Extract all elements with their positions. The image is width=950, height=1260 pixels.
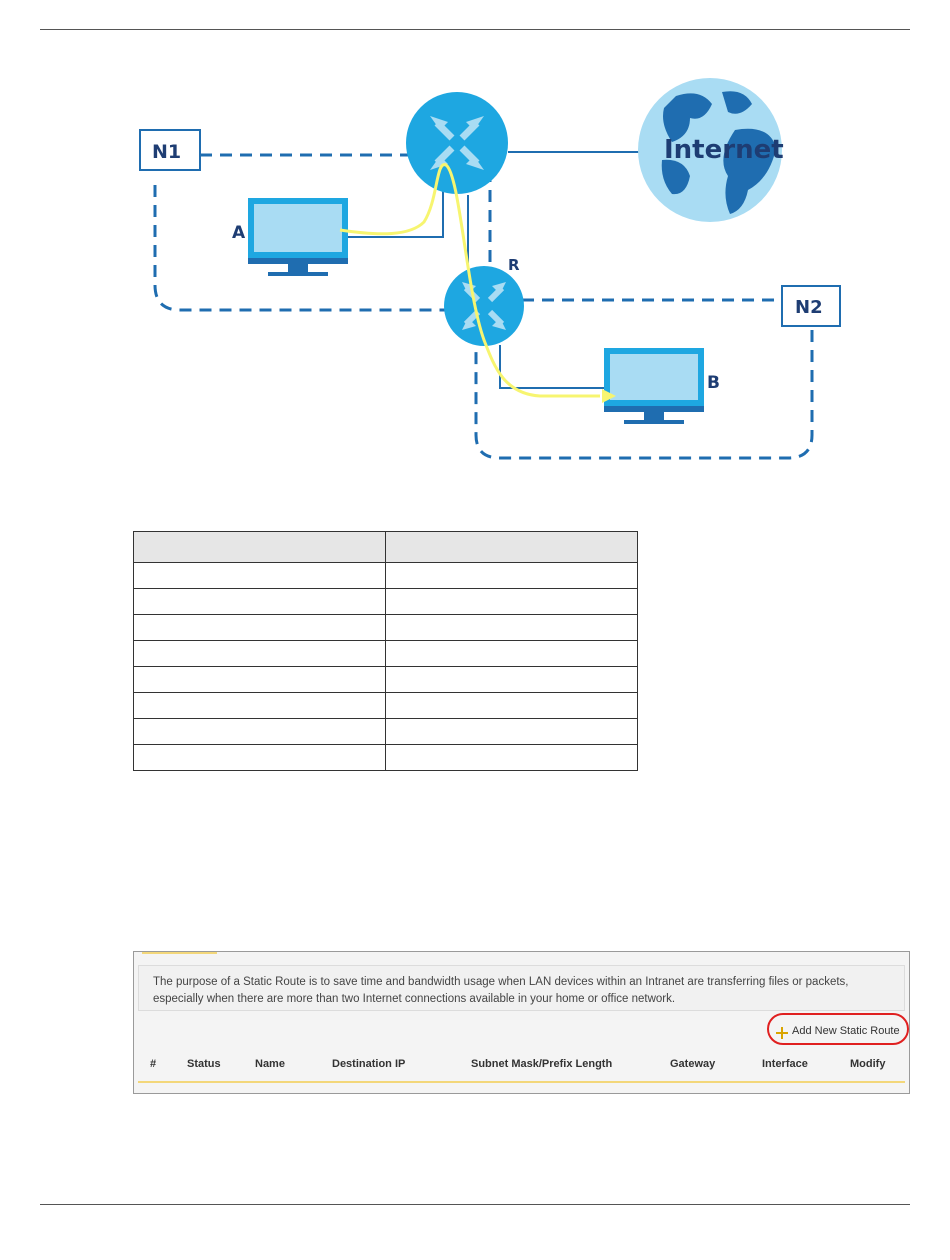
internet-globe-icon: Internet [638, 78, 784, 222]
column-header-interface: Interface [762, 1058, 808, 1070]
header-rule [40, 29, 910, 30]
column-header-modify: Modify [850, 1058, 886, 1070]
add-plus-icon [776, 1027, 788, 1039]
zone-n1-outline [153, 153, 445, 312]
table-cell [385, 562, 638, 589]
computer-a-label: A [232, 223, 246, 243]
table-cell [133, 588, 386, 615]
static-route-description: The purpose of a Static Route is to save… [138, 965, 905, 1011]
link-a-router [345, 178, 444, 238]
table-header-cell [133, 531, 386, 563]
zone-n2-label: N2 [795, 297, 823, 318]
column-header-gateway: Gateway [670, 1058, 716, 1070]
table-row [133, 666, 638, 693]
tab-accent [142, 952, 217, 954]
table-cell [385, 614, 638, 641]
zone-n1-label: N1 [152, 141, 181, 163]
table-cell [385, 640, 638, 667]
table-cell [133, 692, 386, 719]
computer-b-label: B [707, 373, 720, 393]
table-cell [385, 692, 638, 719]
static-route-screenshot: The purpose of a Static Route is to save… [133, 951, 910, 1094]
table-cell [133, 718, 386, 745]
computer-b-icon [604, 348, 704, 424]
table-header-cell [385, 531, 638, 563]
table-row [133, 562, 638, 589]
table-row [133, 588, 638, 615]
table-row [133, 614, 638, 641]
column-header-index: # [150, 1058, 157, 1070]
table-cell [133, 666, 386, 693]
add-new-static-route-label: Add New Static Route [792, 1025, 900, 1037]
network-diagram: Internet [139, 78, 841, 460]
internet-label: Internet [664, 135, 784, 165]
column-header-name: Name [255, 1058, 285, 1070]
table-cell [385, 666, 638, 693]
router-r-label: R [508, 256, 520, 274]
data-path-arrowhead [602, 389, 616, 403]
column-header-subnet-mask: Subnet Mask/Prefix Length [471, 1058, 613, 1070]
table-cell [385, 718, 638, 745]
table-row [133, 744, 638, 771]
highlight-ring [767, 1013, 909, 1045]
data-path [339, 163, 600, 398]
table-cell [385, 588, 638, 615]
table-cell [133, 640, 386, 667]
zone-n2-outline [474, 298, 814, 460]
link-r-b [499, 345, 608, 389]
router-r-icon [444, 266, 524, 346]
zone-n1-box [139, 129, 201, 171]
table-cell [133, 614, 386, 641]
add-new-static-route-button[interactable]: Add New Static Route [776, 1020, 900, 1042]
computer-a-icon [248, 198, 348, 276]
table-header-row [133, 531, 638, 563]
zone-n2-box [781, 285, 841, 327]
table-cell [133, 744, 386, 771]
empty-table [133, 531, 638, 771]
footer-rule [40, 1204, 910, 1205]
router-icon [406, 92, 508, 194]
table-row [133, 718, 638, 745]
header-underline [138, 1081, 905, 1083]
table-cell [385, 744, 638, 771]
table-cell [133, 562, 386, 589]
route-table-header: # Status Name Destination IP Subnet Mask… [134, 1058, 909, 1078]
table-row [133, 692, 638, 719]
column-header-status: Status [187, 1058, 221, 1070]
column-header-destination: Destination IP [332, 1058, 406, 1070]
table-row [133, 640, 638, 667]
